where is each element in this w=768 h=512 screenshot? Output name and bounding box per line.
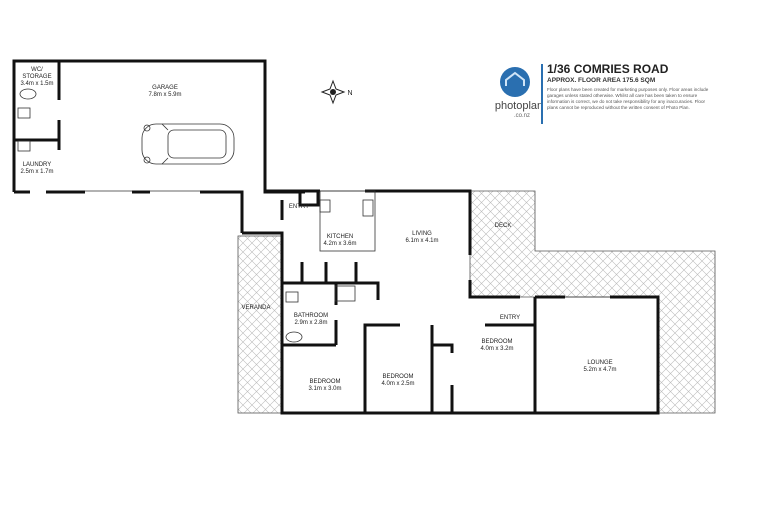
- disclaimer: Floor plans have been created for market…: [547, 87, 709, 110]
- veranda-area: [237, 235, 283, 414]
- cooktop-icon: [319, 199, 331, 213]
- room-label-veranda: VERANDA: [241, 305, 270, 311]
- deck-area: [469, 190, 716, 414]
- brand-domain: .co.nz: [513, 113, 530, 119]
- room-size-laundry: 2.5m x 1.7m: [20, 169, 53, 175]
- sink-icon: [17, 140, 31, 152]
- room-size-bathroom: 2.9m x 2.8m: [294, 320, 327, 326]
- room-size-lounge: 5.2m x 4.7m: [583, 367, 616, 373]
- room-label-deck: DECK: [495, 223, 512, 229]
- room-label-garage: GARAGE: [152, 85, 178, 91]
- room-size-wc: 3.4m x 1.5m: [20, 81, 53, 87]
- sink-icon: [362, 199, 374, 217]
- house-walls: [242, 189, 660, 415]
- garage-walls: [12, 59, 305, 233]
- info-panel: 1/36 COMRIES ROAD APPROX. FLOOR AREA 175…: [547, 62, 712, 111]
- room-label-entry-mid: ENTRY: [500, 315, 520, 321]
- divider: [541, 64, 543, 124]
- toilet-icon: [285, 331, 303, 343]
- room-label-kitchen: KITCHEN: [327, 234, 353, 240]
- kitchen-bench: [319, 190, 376, 252]
- room-size-living: 6.1m x 4.1m: [405, 238, 438, 244]
- address-title: 1/36 COMRIES ROAD: [547, 62, 669, 76]
- compass-rose-icon: N: [320, 79, 353, 105]
- room-label-entry-top: ENTRY: [289, 204, 309, 210]
- room-label-storage: STORAGE: [22, 74, 51, 80]
- floor-area: APPROX. FLOOR AREA 175.6 SQM: [547, 77, 656, 84]
- room-label-laundry: LAUNDRY: [23, 162, 52, 168]
- car-icon: [141, 123, 235, 165]
- toilet-icon: [19, 88, 37, 100]
- shower-icon: [334, 285, 356, 302]
- basin-icon: [285, 291, 299, 303]
- basin-icon: [17, 107, 31, 119]
- house-globe-logo: [500, 67, 530, 97]
- room-size-kitchen: 4.2m x 3.6m: [323, 241, 356, 247]
- room-label-living: LIVING: [412, 231, 432, 237]
- room-label-bedroom-1: BEDROOM: [309, 379, 340, 385]
- room-size-bedroom-1: 3.1m x 3.0m: [308, 386, 341, 392]
- room-size-bedroom-2: 4.0m x 2.5m: [381, 381, 414, 387]
- room-label-bathroom: BATHROOM: [294, 313, 328, 319]
- room-label-bedroom-2: BEDROOM: [382, 374, 413, 380]
- room-label-wc: WC/: [31, 67, 43, 73]
- brand-name: photoplan: [494, 100, 544, 112]
- room-label-bedroom-3: BEDROOM: [481, 339, 512, 345]
- room-size-garage: 7.8m x 5.9m: [148, 92, 181, 98]
- svg-text:N: N: [347, 90, 352, 97]
- room-label-lounge: LOUNGE: [587, 360, 612, 366]
- room-size-bedroom-3: 4.0m x 3.2m: [480, 346, 513, 352]
